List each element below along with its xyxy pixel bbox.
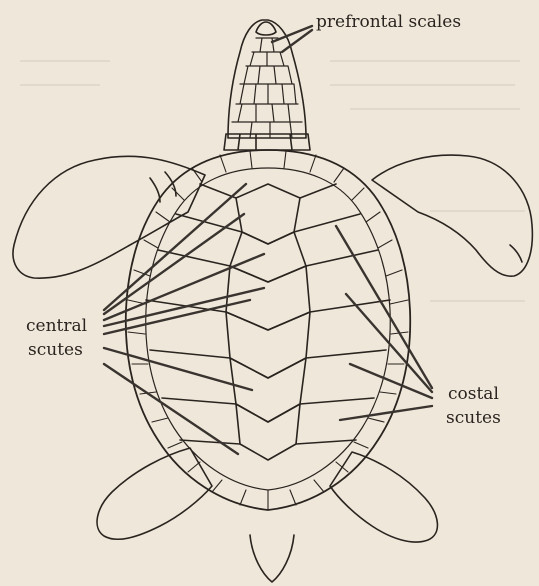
central-scutes-label-line2: scutes bbox=[28, 340, 83, 360]
central-scute-5 bbox=[230, 358, 306, 422]
left-front-flipper bbox=[13, 156, 205, 278]
costal-scutes-right bbox=[294, 184, 390, 444]
central-scute-4 bbox=[226, 312, 310, 378]
central-scute-6 bbox=[236, 404, 300, 460]
costal-leader-2 bbox=[346, 294, 432, 392]
costal-scutes-label-line1: costal bbox=[448, 384, 499, 404]
right-front-flipper bbox=[372, 155, 532, 276]
central-scute-2 bbox=[230, 232, 306, 282]
right-front-flipper-tip bbox=[510, 245, 522, 262]
central-scute-1 bbox=[236, 184, 300, 244]
costal-leader-4 bbox=[340, 406, 432, 420]
tail bbox=[250, 535, 294, 582]
right-rear-flipper bbox=[330, 452, 437, 542]
prefrontal-scales-label: prefrontal scales bbox=[316, 12, 461, 32]
prefrontal-leader-2 bbox=[282, 30, 312, 52]
head-tip bbox=[256, 22, 276, 35]
central-leader-7 bbox=[104, 364, 238, 454]
left-front-flipper-crease bbox=[150, 172, 176, 202]
left-rear-flipper bbox=[97, 448, 212, 539]
central-scute-3 bbox=[226, 266, 310, 330]
costal-scutes-label-line2: scutes bbox=[446, 408, 501, 428]
central-scutes-label-line1: central bbox=[26, 316, 87, 336]
neck-band bbox=[224, 134, 310, 150]
